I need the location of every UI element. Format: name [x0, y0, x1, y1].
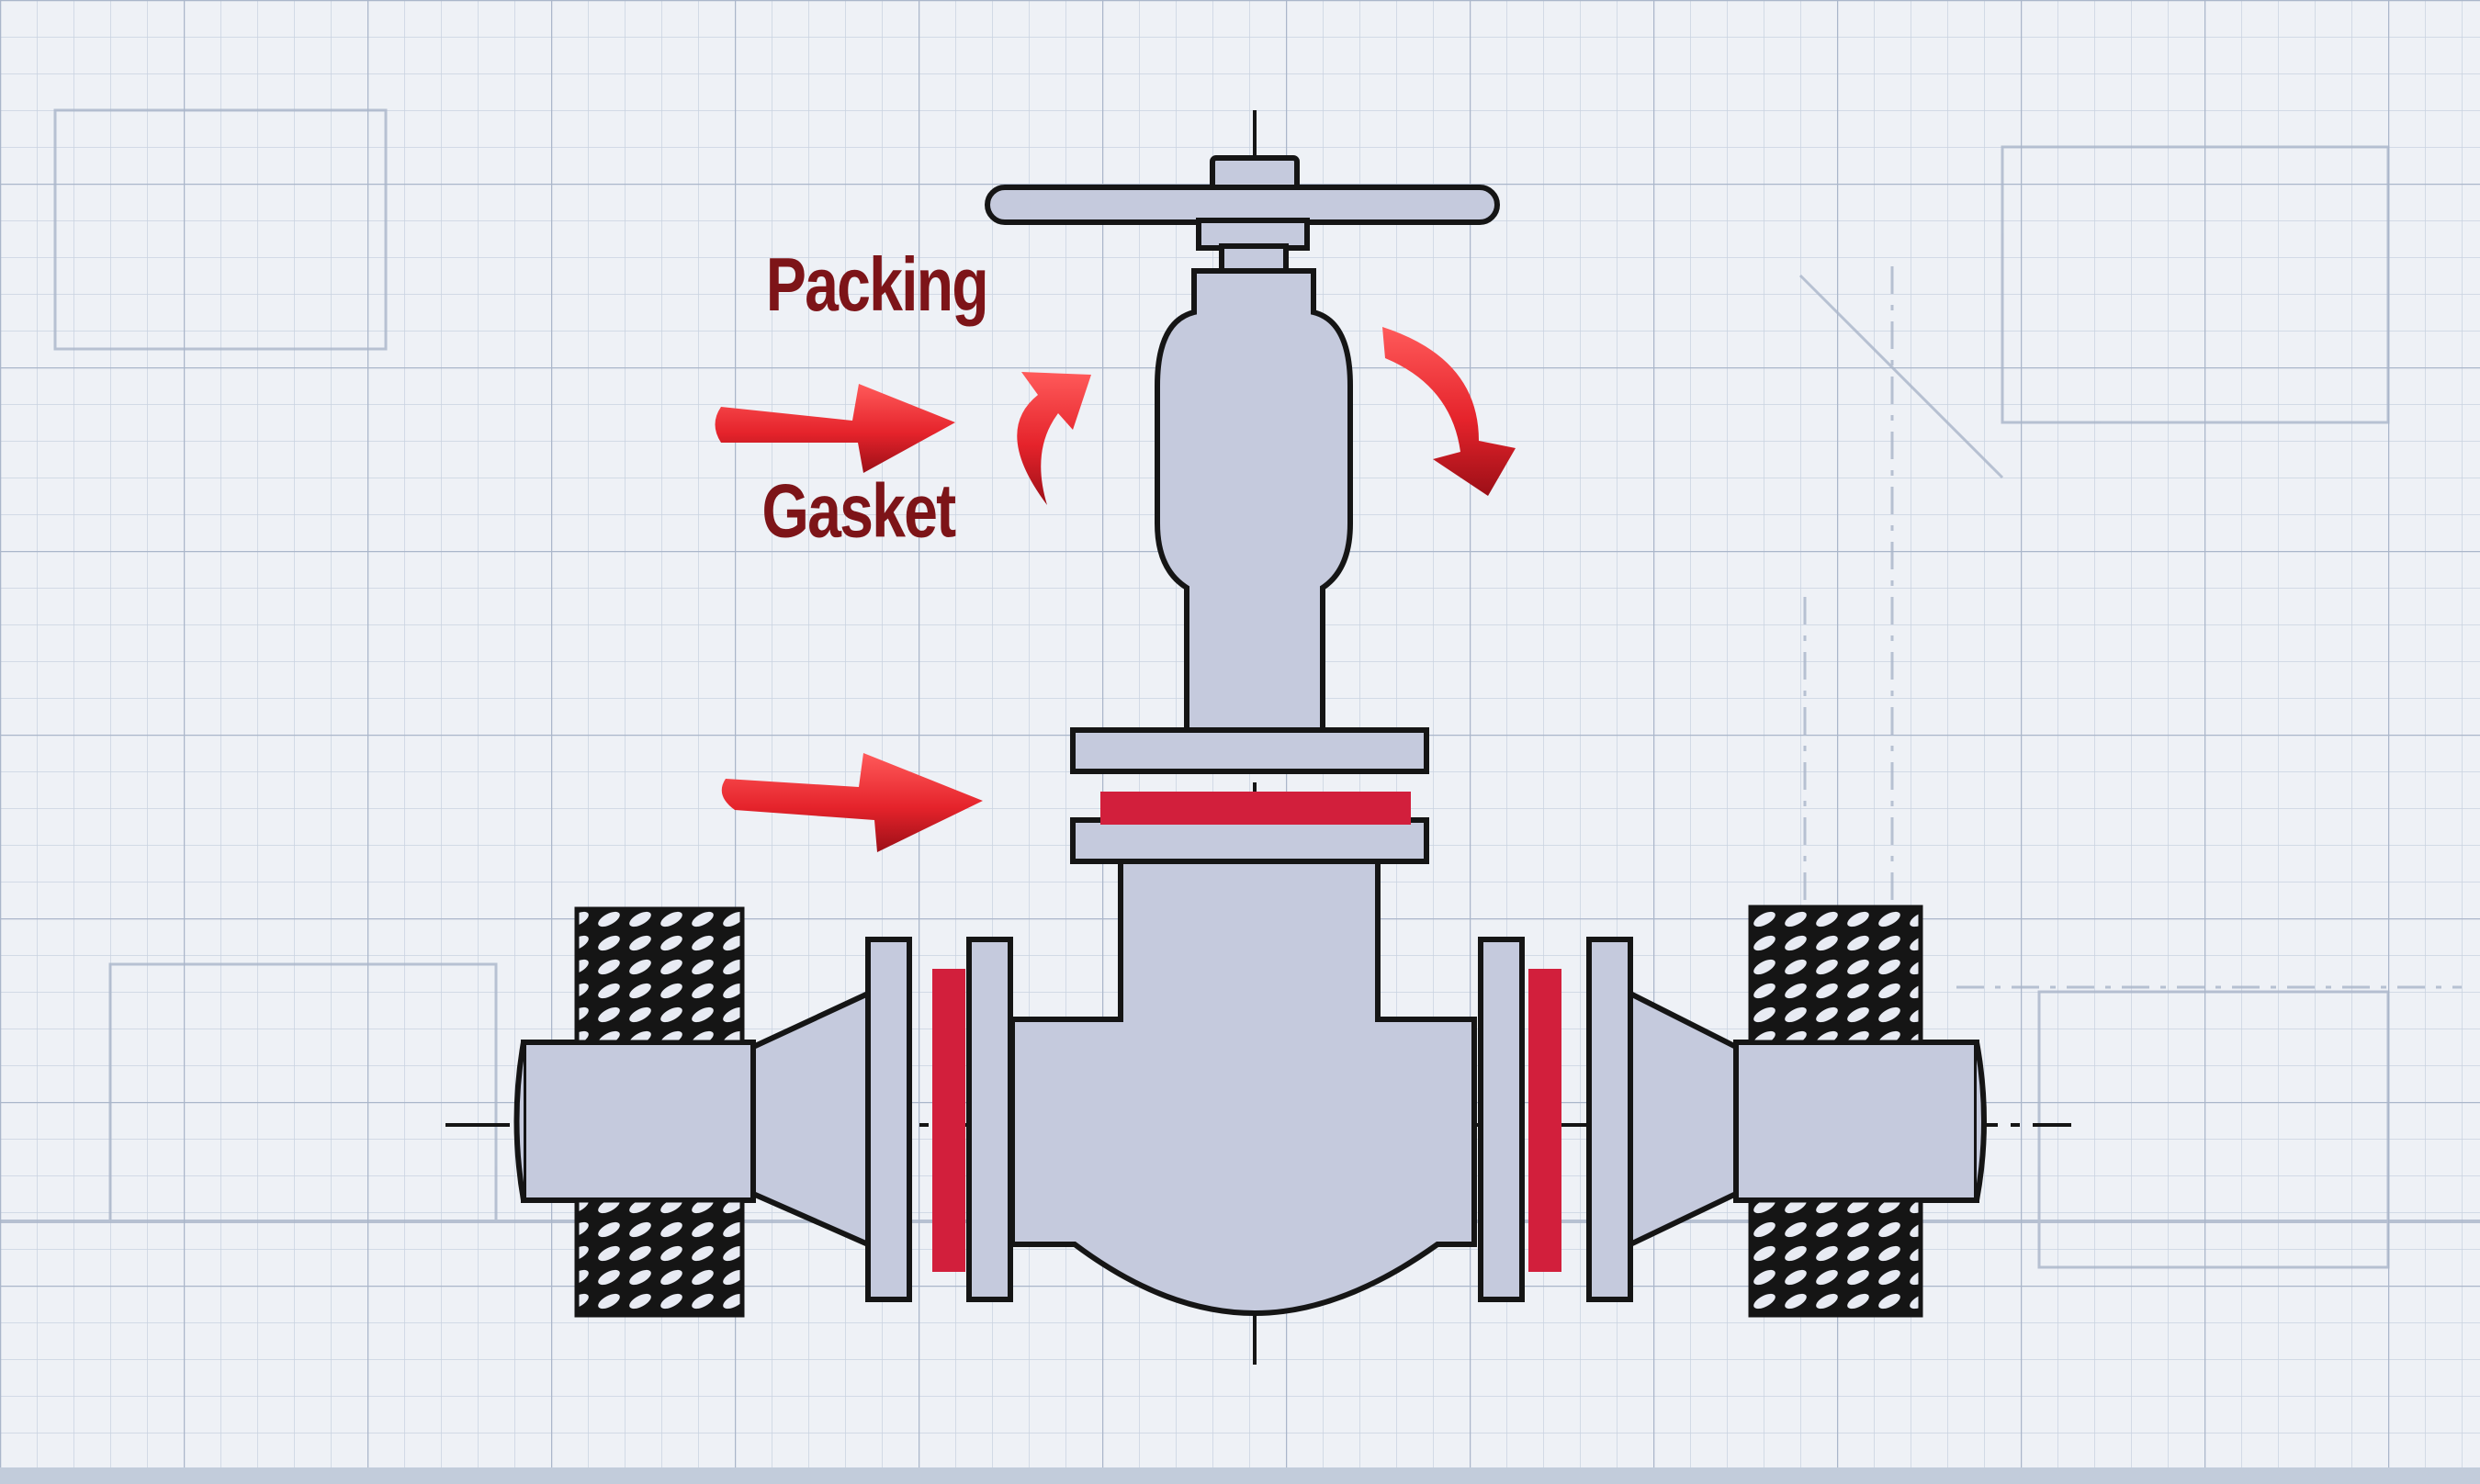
rotation-arrow-right-icon	[1382, 327, 1516, 496]
right-pipe-assembly	[1478, 937, 1987, 1302]
bonnet	[1155, 268, 1353, 733]
valve-body	[1009, 859, 1477, 1317]
left-pipe-assembly	[513, 937, 1013, 1302]
right-flange-gasket	[1528, 969, 1561, 1272]
left-flange-gasket	[932, 969, 965, 1272]
bonnet-flange	[1070, 727, 1429, 864]
rotation-arrow-left-icon	[1017, 372, 1091, 505]
bonnet-gasket	[1100, 792, 1411, 825]
gasket-arrow	[721, 753, 983, 852]
pipe-supports	[574, 905, 1923, 1318]
gasket-label: Gasket	[761, 467, 956, 553]
packing-arrow	[715, 384, 955, 473]
handwheel	[985, 155, 1500, 275]
packing-label: Packing	[766, 242, 987, 327]
